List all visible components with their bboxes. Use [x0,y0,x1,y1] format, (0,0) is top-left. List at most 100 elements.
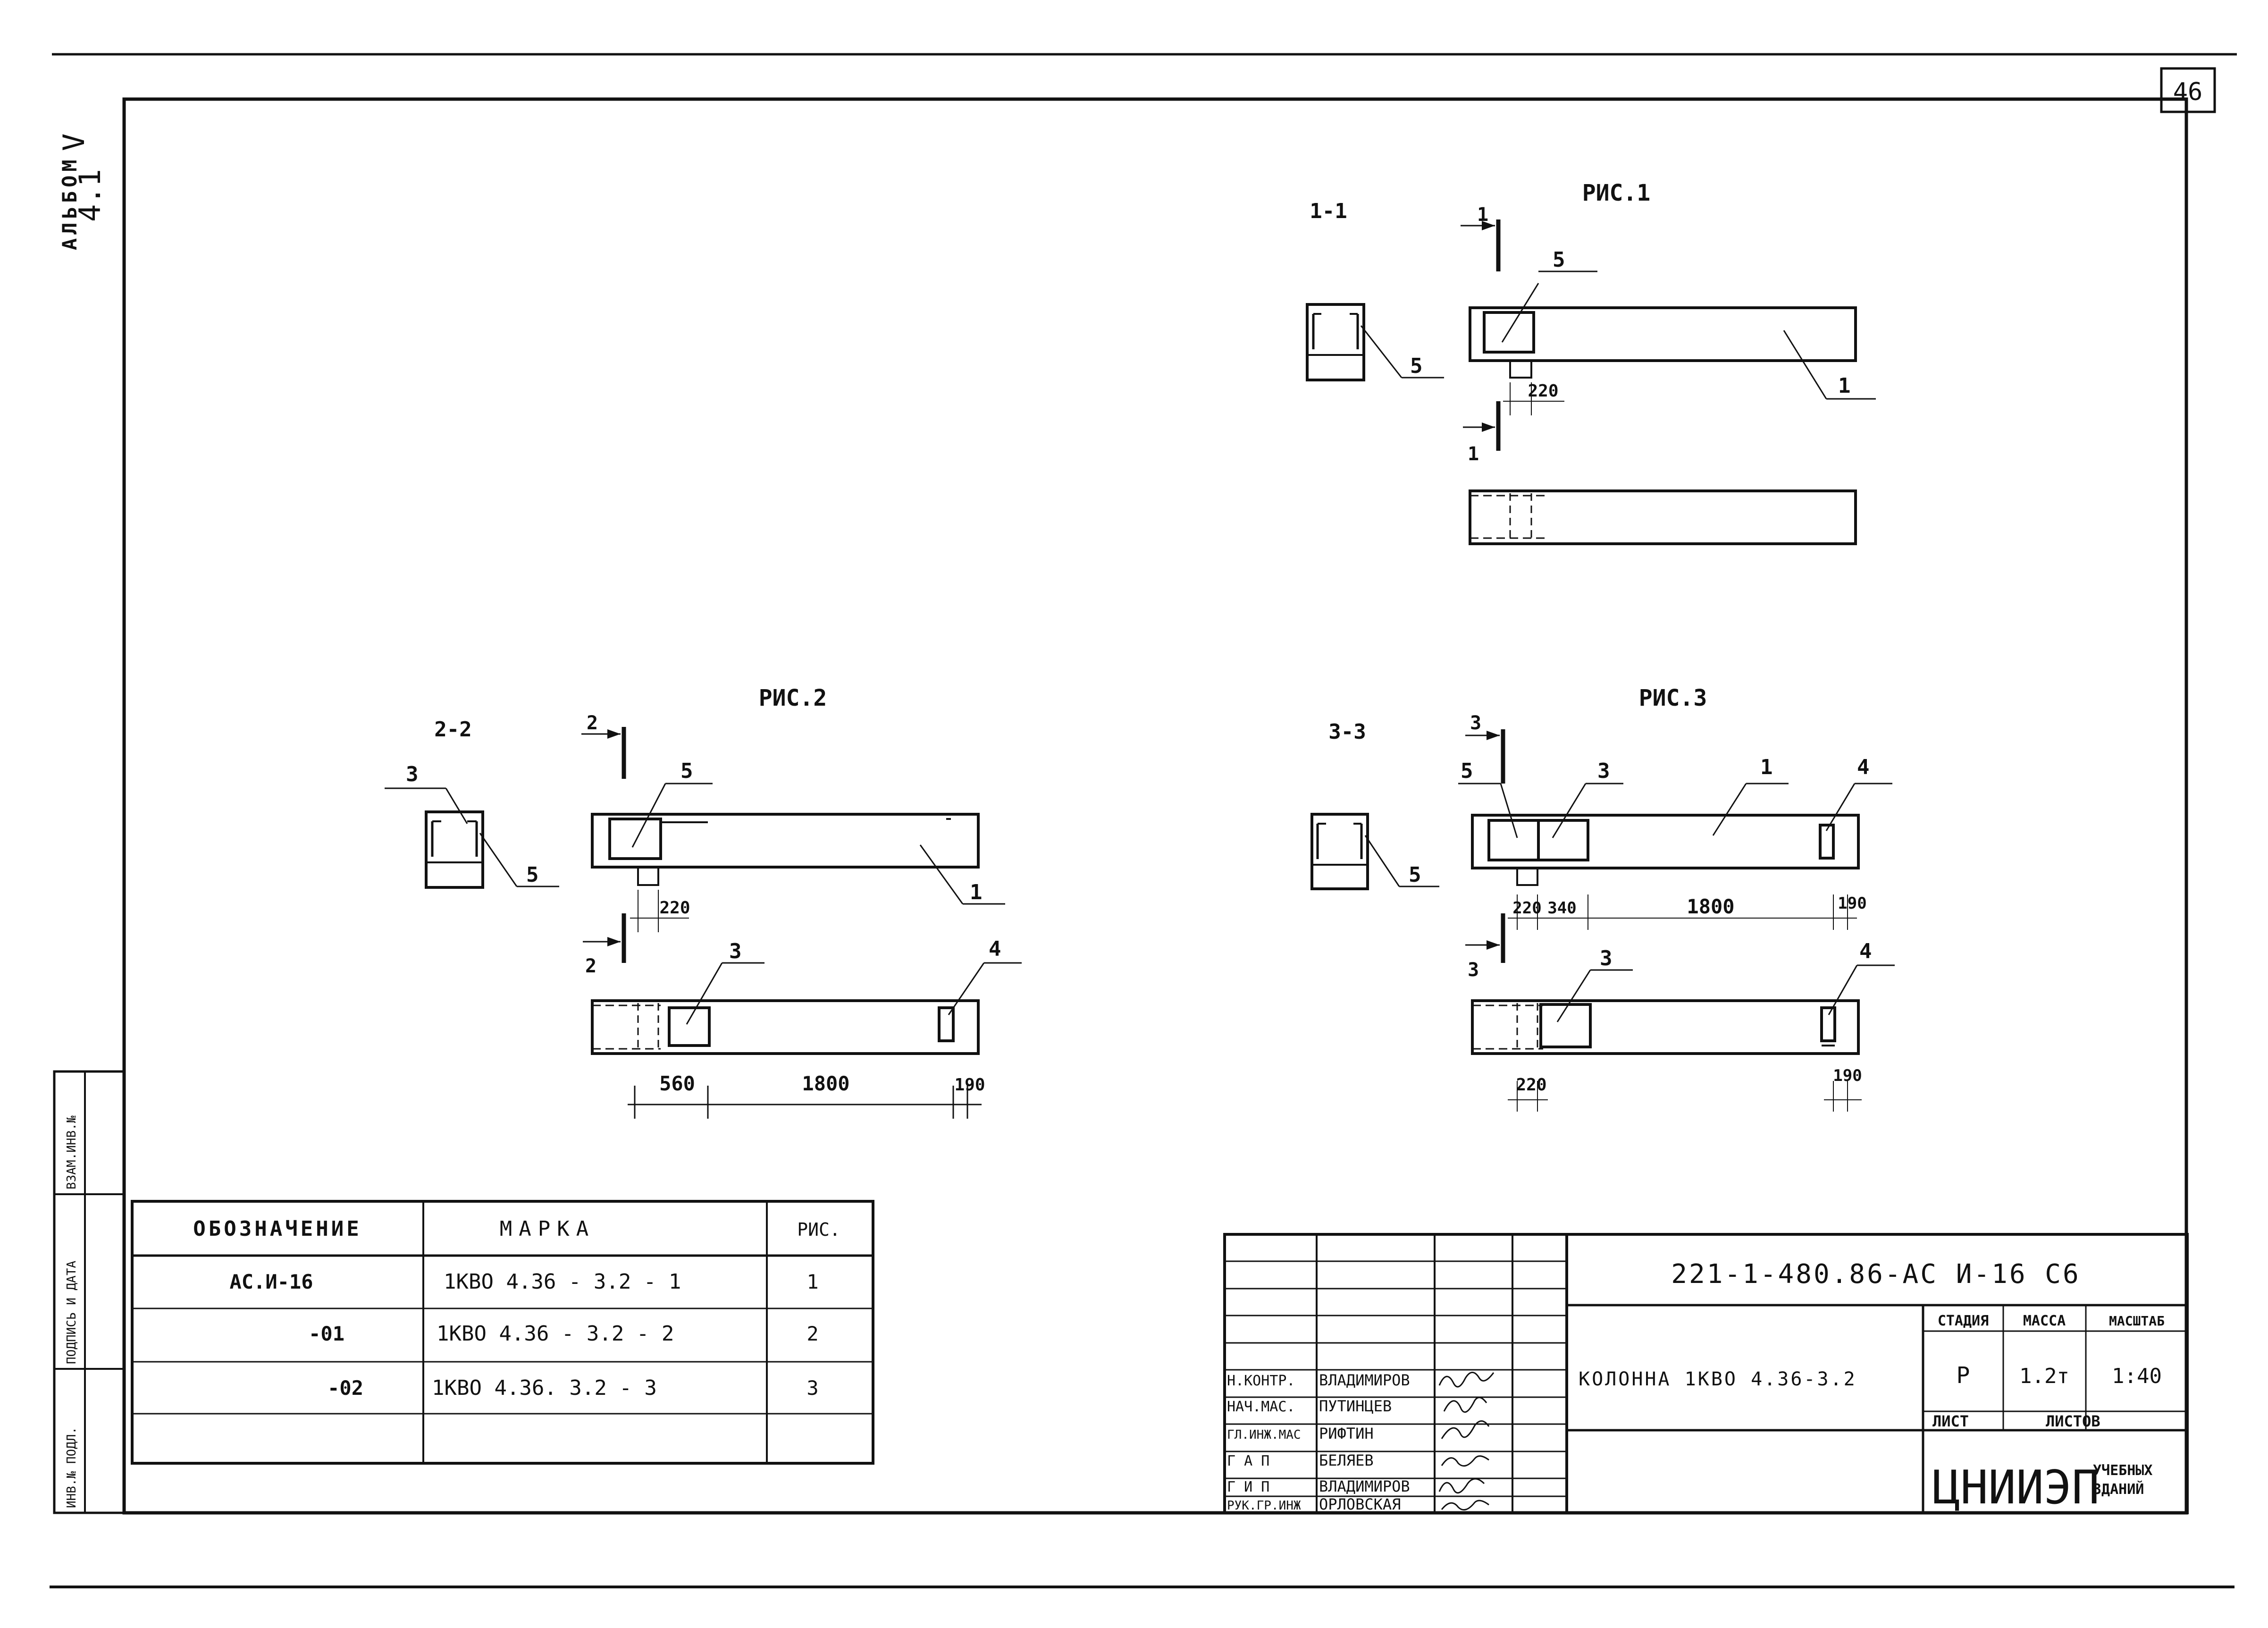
spec-table: ОБОЗНАЧЕНИЕ МАРКА РИС. АС.И-16 1КВО 4.36… [131,1200,874,1465]
sig-role-2: НАЧ.МАС. [1227,1399,1295,1415]
signature-scribble-5 [1438,1478,1485,1494]
sheet-number: 46 [2173,78,2203,106]
fig2-callout-5-section: 5 [526,863,539,887]
stage-value: Р [1957,1362,1970,1389]
title-name: КОЛОННА 1КВО 4.36-3.2 [1579,1368,1857,1390]
spec-row2-mark: 1КВО 4.36 - 3.2 - 2 [437,1322,674,1346]
figure-1: РИС.1 1-1 5 1 1 5 [1306,180,1876,545]
fig3-dim-bottom-220: 220 [1516,1075,1546,1095]
sig-name-4: БЕЛЯЕВ [1319,1451,1374,1469]
fig2-cut-mark-top: 2 [587,712,598,734]
fig3-callout-1-top: 1 [1760,755,1773,779]
org-name: ЦНИИЭП [1932,1461,2100,1515]
spec-header-fig: РИС. [797,1219,840,1240]
fig2-plan: 3 4 [591,937,1022,1055]
sheets-label: ЛИСТОВ [2046,1412,2100,1430]
sig-name-2: ПУТИНЦЕВ [1319,1397,1392,1415]
fig2-callout-5-top: 5 [680,759,693,783]
fig1-cut-mark-top: 1 [1477,204,1488,226]
scale-value: 1:40 [2112,1364,2162,1388]
title-block: Н.КОНТР. ВЛАДИМИРОВ НАЧ.МАС. ПУТИНЦЕВ ГЛ… [1223,1233,2189,1515]
fig3-title: РИС.3 [1639,685,1707,711]
signature-scribble-6 [1441,1500,1489,1511]
fig1-title: РИС.1 [1582,180,1651,206]
fig1-callout-1: 1 [1838,374,1851,398]
mass-value: 1.2т [2019,1364,2069,1388]
scale-label: МАСШТАБ [2109,1313,2165,1329]
sig-name-5: ВЛАДИМИРОВ [1319,1477,1410,1495]
fig2-dim-220: 220 [659,898,690,918]
fig2-callout-3-plan: 3 [729,939,742,963]
sig-name-6: ОРЛОВСКАЯ [1319,1495,1401,1513]
fig2-elevation: 5 1 220 [591,759,1005,932]
fig2-callout-1: 1 [970,880,983,904]
sig-role-6: РУК.ГР.ИНЖ [1227,1499,1301,1513]
spec-row1-mark: 1КВО 4.36 - 3.2 - 1 [444,1270,681,1294]
sig-name-3: РИФТИН [1319,1425,1374,1442]
fig3-dim-220: 220 [1512,899,1541,918]
fig1-cut-mark-bottom: 1 [1468,443,1479,465]
side-stamp-sign: ПОДПИСЬ И ДАТА [65,1261,79,1364]
fig2-cut-mark-bottom: 2 [585,955,596,977]
album-volume: V [57,134,91,151]
stage-label: СТАДИЯ [1938,1313,1989,1329]
album-label: АЛЬБОМ [58,156,81,250]
spec-row3-mark: 1КВО 4.36. 3.2 - 3 [432,1376,657,1400]
spec-row3-fig: 3 [806,1376,818,1400]
fig3-callout-4-top: 4 [1857,755,1870,779]
fig3-callout-3-plan: 3 [1600,946,1613,970]
spec-row1-fig: 1 [806,1270,818,1293]
fig3-cut-mark-bottom: 3 [1468,959,1479,981]
fig3-cut-mark-top: 3 [1470,712,1481,734]
fig3-section-label: 3-3 [1328,720,1366,744]
fig3-elevation: 5 3 1 4 [1458,755,1892,886]
fig1-elevation: 5 1 220 [1469,248,1876,415]
fig3-callout-5-top: 5 [1461,759,1473,783]
fig2-dim-560: 560 [659,1072,695,1095]
signature-scribble-2 [1443,1397,1487,1413]
fig3-callout-4-plan: 4 [1859,939,1872,963]
figure-2: РИС.2 2-2 3 5 2 2 [385,685,1022,1119]
signature-scribble-1 [1438,1372,1495,1388]
album-label-group: АЛЬБОМ V 4.1 [57,134,107,250]
sig-name-1: ВЛАДИМИРОВ [1319,1371,1410,1389]
signature-scribble-3 [1441,1420,1490,1439]
title-code: 221-1-480.86-АС И-16 С6 [1671,1259,2080,1290]
fig1-plan [1469,489,1857,545]
fig3-dim-340: 340 [1547,899,1576,918]
spec-row1-designation: АС.И-16 [229,1270,313,1293]
fig1-dim-220: 220 [1528,381,1558,401]
side-stamp-inv: ИНВ.№ ПОДЛ. [65,1427,79,1508]
fig1-section-view: 5 [1306,303,1444,381]
fig2-title: РИС.2 [759,685,827,711]
spec-row3-designation: -02 [328,1376,363,1400]
fig3-dim-190: 190 [1838,894,1866,913]
fig1-callout-5-top: 5 [1553,248,1565,272]
sig-role-5: Г И П [1227,1479,1269,1495]
sig-role-3: ГЛ.ИНЖ.МАС [1227,1428,1301,1442]
fig2-dims-bottom: 560 1800 190 [628,1072,985,1119]
fig3-dims-top: 220 340 1800 190 [1508,894,1867,930]
fig2-section-view: 3 5 [385,762,559,889]
signature-scribble-4 [1441,1455,1489,1467]
spec-row2-fig: 2 [806,1322,818,1345]
org-sub-1: УЧЕБНЫХ [2093,1462,2152,1479]
fig2-dim-1800: 1800 [802,1072,849,1095]
org-sub-2: ЗДАНИЙ [2093,1481,2144,1498]
fig3-callout-3-top: 3 [1597,759,1610,783]
fig2-callout-3-section: 3 [406,762,419,786]
spec-header-designation: ОБОЗНАЧЕНИЕ [193,1217,361,1241]
fig1-section-label: 1-1 [1310,199,1347,223]
fig3-section-view: 5 [1310,813,1439,890]
album-part: 4.1 [73,169,107,222]
sig-role-4: Г А П [1227,1453,1269,1469]
mass-label: МАССА [2023,1313,2066,1329]
spec-row2-designation: -01 [309,1322,344,1345]
drawing-frame [122,97,2188,1515]
fig3-dim-bottom-190: 190 [1833,1066,1862,1085]
spec-header-mark: МАРКА [500,1217,595,1241]
fig1-callout-5-section: 5 [1410,354,1423,378]
signatures: Н.КОНТР. ВЛАДИМИРОВ НАЧ.МАС. ПУТИНЦЕВ ГЛ… [1227,1371,1495,1513]
fig2-dim-190: 190 [954,1075,985,1095]
